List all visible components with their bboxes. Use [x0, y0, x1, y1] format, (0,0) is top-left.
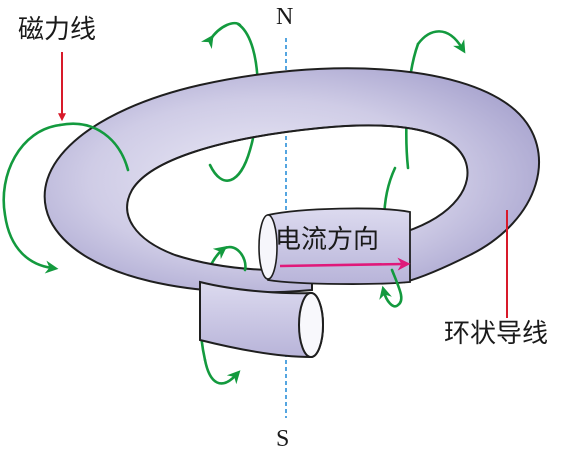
north-pole-label: N: [276, 4, 293, 30]
field-lines-label: 磁力线: [18, 15, 96, 45]
wire-open-end-face: [298, 292, 324, 358]
south-pole-label: S: [276, 426, 289, 452]
wire-cut-face-inner: [258, 214, 278, 280]
current-direction-arrow: [279, 257, 411, 271]
current-direction-label: 电流方向: [275, 225, 379, 255]
wire-end-shell: [199, 280, 312, 359]
field-lines-front: [2, 21, 466, 385]
ring-wire-label: 环状导线: [444, 319, 548, 349]
ring-inner-rim: [131, 124, 466, 191]
ring-wire-body: [43, 67, 540, 294]
